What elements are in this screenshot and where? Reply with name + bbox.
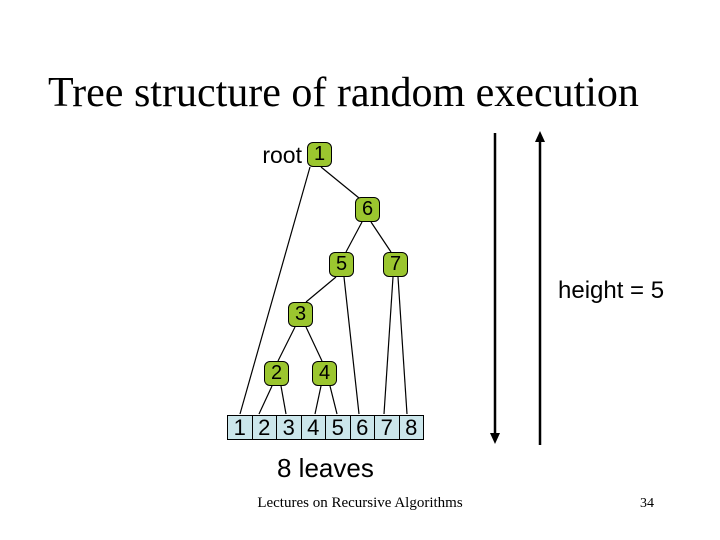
edge-6-5 (345, 221, 363, 253)
leaf-cell-3: 3 (276, 416, 301, 439)
edge-2-leaf3 (280, 385, 287, 415)
slide-title: Tree structure of random execution (48, 70, 639, 116)
arrowhead-down-icon (490, 433, 500, 444)
height-arrow-up (535, 131, 545, 445)
tree-node-5: 5 (329, 252, 354, 277)
slide-number: 34 (640, 496, 654, 511)
leaf-cell-8: 8 (398, 416, 423, 439)
tree-node-7: 7 (383, 252, 408, 277)
leaf-cell-7: 7 (374, 416, 399, 439)
tree-node-3: 3 (288, 302, 313, 327)
height-label: height = 5 (558, 277, 665, 304)
footer-text: Lectures on Recursive Algorithms (257, 495, 463, 511)
leaf-row: 1 2 3 4 5 6 7 8 (227, 415, 424, 440)
leaves-caption: 8 leaves (277, 453, 374, 483)
edge-4-leaf5 (329, 385, 338, 415)
edge-5-3 (305, 276, 337, 303)
edge-6-7 (370, 221, 392, 253)
leaf-cell-2: 2 (251, 416, 276, 439)
tree-edges (239, 166, 408, 415)
leaf-cell-4: 4 (300, 416, 325, 439)
arrowhead-up-icon (535, 131, 545, 142)
tree-node-1: 1 (307, 142, 332, 167)
edge-1-6 (320, 166, 360, 199)
leaf-cell-6: 6 (349, 416, 374, 439)
tree-node-4: 4 (312, 361, 337, 386)
leaf-cell-5: 5 (325, 416, 350, 439)
leaf-cell-1: 1 (228, 416, 252, 439)
edge-7-leaf7 (383, 276, 394, 415)
edge-5-leaf6 (343, 276, 360, 415)
tree-node-6: 6 (355, 197, 380, 222)
edge-2-leaf2 (258, 385, 273, 415)
tree-node-2: 2 (264, 361, 289, 386)
edge-1-leaf1 (239, 166, 311, 415)
edge-3-4 (305, 326, 323, 362)
edge-3-2 (277, 326, 296, 362)
edge-7-leaf8 (397, 276, 408, 415)
height-arrow-down (490, 133, 500, 444)
edge-4-leaf4 (314, 385, 322, 415)
root-label: root (262, 142, 302, 168)
